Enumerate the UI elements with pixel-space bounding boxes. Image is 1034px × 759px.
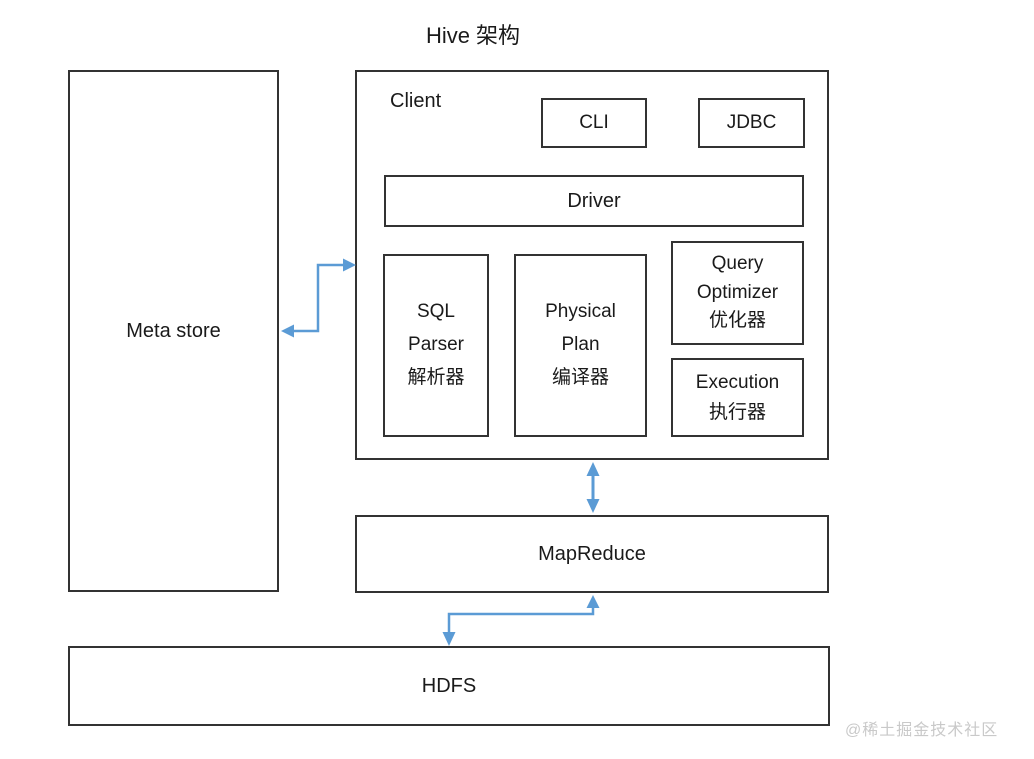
metastore-box: Meta store [68, 70, 279, 592]
physical-plan-box: Physical Plan 编译器 [514, 254, 647, 437]
cli-box: CLI [541, 98, 647, 148]
mapreduce-hdfs-arrow [442, 595, 600, 646]
arrow-head-up-icon [586, 595, 600, 608]
physical-plan-line-1: Physical [545, 301, 616, 323]
sql-parser-line-3: 解析器 [407, 366, 465, 388]
execution-line-2: 执行器 [708, 401, 766, 423]
metastore-client-arrow-line [292, 263, 343, 333]
watermark: @稀土掘金技术社区 [845, 722, 999, 739]
query-optimizer-line-3: 优化器 [708, 310, 766, 332]
client-mapreduce-arrow [586, 462, 600, 513]
jdbc-label: JDBC [726, 112, 777, 133]
query-optimizer-line-2: Optimizer [696, 281, 779, 303]
metastore-client-arrow [281, 258, 356, 338]
metastore-label: Meta store [126, 319, 221, 342]
query-optimizer-line-1: Query [711, 253, 764, 275]
jdbc-box: JDBC [698, 98, 805, 148]
physical-plan-line-3: 编译器 [551, 366, 609, 388]
execution-box: Execution 执行器 [671, 358, 804, 437]
sql-parser-box: SQL Parser 解析器 [383, 254, 489, 437]
sql-parser-line-2: Parser [408, 334, 464, 356]
diagram-title: Hive 架构 [425, 23, 521, 48]
arrow-head-up-icon [586, 462, 600, 476]
driver-box: Driver [384, 175, 804, 227]
mapreduce-hdfs-arrow-line [447, 607, 595, 633]
hdfs-label: HDFS [421, 674, 477, 697]
mapreduce-label: MapReduce [538, 542, 646, 565]
sql-parser-line-1: SQL [416, 301, 456, 323]
physical-plan-line-2: Plan [561, 334, 600, 356]
mapreduce-box: MapReduce [355, 515, 829, 593]
arrow-head-down-icon [442, 632, 456, 646]
arrow-head-left-icon [281, 324, 294, 338]
client-box: Client CLI JDBC Driver SQL Parser 解析器 Ph… [355, 70, 829, 460]
arrow-head-down-icon [586, 499, 600, 513]
client-label: Client [390, 90, 442, 112]
cli-label: CLI [579, 112, 609, 133]
execution-line-1: Execution [695, 372, 780, 394]
hdfs-box: HDFS [68, 646, 830, 726]
query-optimizer-box: Query Optimizer 优化器 [671, 241, 804, 345]
driver-label: Driver [567, 189, 621, 212]
